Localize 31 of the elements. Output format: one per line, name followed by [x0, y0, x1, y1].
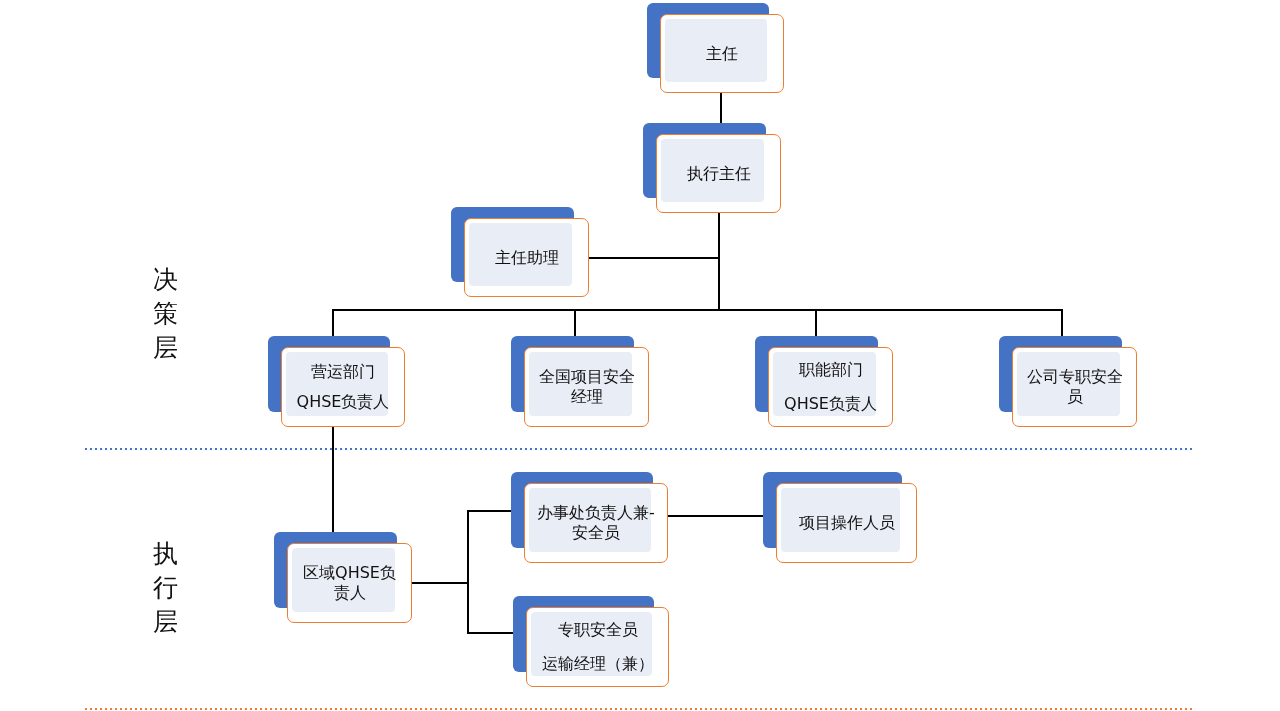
connector-line: [411, 582, 514, 634]
org-box: [274, 532, 412, 623]
node-label: 运输经理（兼）: [541, 654, 654, 674]
org-box: [999, 336, 1137, 427]
node-label: 执行主任: [686, 163, 751, 184]
node-label: 营运部门: [311, 362, 375, 382]
org-box: [647, 3, 784, 93]
org-box: [763, 472, 917, 563]
node-label: 职能部门: [798, 360, 863, 380]
node-label: 主任助理: [494, 247, 559, 268]
org-box: [755, 336, 893, 427]
node-label: 项目操作人员: [798, 513, 895, 533]
node-label: 主任: [706, 43, 738, 64]
org-box: [451, 207, 589, 297]
node-label: 全国项目安全经理: [537, 367, 636, 407]
org-box: [511, 472, 668, 563]
org-box: [511, 336, 649, 427]
node-label: 专职安全员: [557, 620, 638, 640]
node-label: 区域QHSE负责人: [302, 563, 397, 603]
org-box: [513, 596, 669, 687]
connector-line: [720, 92, 722, 124]
node-label: 办事处负责人兼-安全员: [536, 503, 656, 543]
connector-line: [332, 426, 334, 533]
node-label: QHSE负责人: [296, 392, 390, 412]
node-label: 公司专职安全员: [1025, 367, 1124, 407]
layer-label: 执行层: [153, 538, 178, 638]
org-box: [643, 123, 781, 213]
node-label: QHSE负责人: [784, 394, 877, 414]
layer-label: 决策层: [153, 264, 178, 364]
connector-line: [667, 515, 764, 517]
org-box: [268, 336, 405, 427]
